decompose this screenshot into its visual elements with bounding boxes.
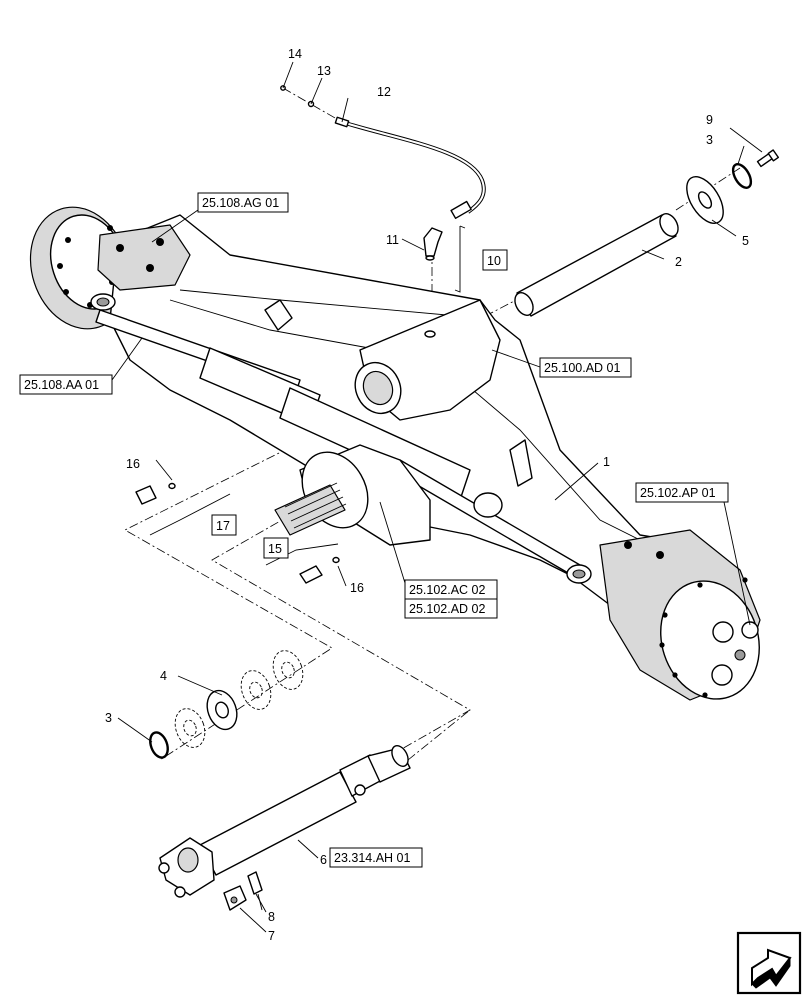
boxed-callouts: 10 17 15 <box>211 249 508 559</box>
callout-2: 2 <box>675 255 682 269</box>
snap-ring-part-3-upper <box>731 163 753 189</box>
callout-8: 8 <box>268 910 275 924</box>
grease-hose-part-12 <box>334 116 486 220</box>
callout-10: 10 <box>487 254 501 268</box>
callout-6: 6 <box>320 853 327 867</box>
callout-9: 9 <box>706 113 713 127</box>
callout-16-upper: 16 <box>126 457 140 471</box>
ref-25-102-ad-02: 25.102.AD 02 <box>409 602 485 616</box>
ref-25-102-ap-01: 25.102.AP 01 <box>640 486 716 500</box>
elbow-fitting-part-11 <box>423 227 443 261</box>
next-page-arrow-icon[interactable] <box>736 931 802 995</box>
clamp-part-7 <box>223 885 247 911</box>
shim-pack-part-4 <box>174 650 304 748</box>
snap-ring-part-3-lower <box>149 731 169 759</box>
ref-25-100-ad-01: 25.100.AD 01 <box>544 361 620 375</box>
ref-25-102-ac-02: 25.102.AC 02 <box>409 583 485 597</box>
callout-14: 14 <box>288 47 302 61</box>
callout-11: 11 <box>386 233 399 247</box>
callout-1: 1 <box>603 455 610 469</box>
callout-3-upper: 3 <box>706 133 713 147</box>
pivot-pin-part-2 <box>514 213 679 317</box>
reference-boxes: 25.108.AG 01 25.108.AA 01 25.100.AD 01 2… <box>19 192 729 868</box>
bolt-part-9 <box>756 149 780 168</box>
ref-25-108-aa-01: 25.108.AA 01 <box>24 378 99 392</box>
callout-3-lower: 3 <box>105 711 112 725</box>
callout-16-lower: 16 <box>350 581 364 595</box>
callout-12: 12 <box>377 85 391 99</box>
bracket-10 <box>454 226 461 293</box>
bracket-15 <box>265 543 339 566</box>
ref-23-314-ah-01: 23.314.AH 01 <box>334 851 410 865</box>
ref-25-108-ag-01: 25.108.AG 01 <box>202 196 279 210</box>
callout-7: 7 <box>268 929 275 943</box>
bracket-17 <box>149 493 231 536</box>
driveshaft-part-6 <box>158 745 411 898</box>
callout-17: 17 <box>216 519 230 533</box>
callout-4: 4 <box>160 669 167 683</box>
cross-bolt-part-8 <box>247 871 263 911</box>
callout-numbers: 14 13 12 2 5 9 3 11 1 16 16 4 3 6 8 7 <box>105 47 749 943</box>
callout-13: 13 <box>317 64 331 78</box>
callout-5: 5 <box>742 234 749 248</box>
thrust-washer-part-5 <box>686 176 724 224</box>
plug-part-16-lower <box>299 556 340 584</box>
breather-fitting-part-16 <box>135 482 176 505</box>
callout-leaders <box>111 61 763 933</box>
axle-housing-part-1 <box>29 206 761 701</box>
callout-15: 15 <box>268 542 282 556</box>
